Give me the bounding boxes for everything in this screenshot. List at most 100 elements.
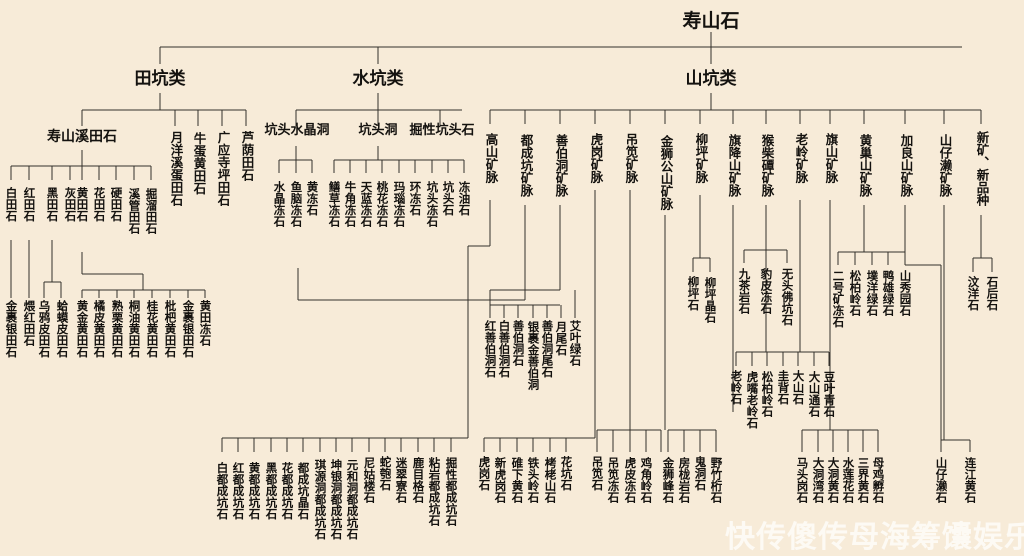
node-hugangkuangmai[interactable]: 虎岗矿脉 [588, 133, 604, 183]
node-jupihuangtianshi[interactable]: 橘皮黄田石 [92, 300, 107, 358]
node-dashanshi[interactable]: 大山石 [791, 369, 806, 405]
node-huzuilaolingshi[interactable]: 虎嘴老岭石 [745, 371, 760, 429]
node-juexingkengtoushi[interactable]: 掘性坑头石 [409, 123, 475, 138]
node-huangjinhuangtianshi[interactable]: 黄金黄田石 [75, 300, 90, 358]
node-shuijingdongshi[interactable]: 水晶冻石 [272, 181, 287, 227]
node-huangchaoshankuangmai[interactable]: 黄巢山矿脉 [857, 133, 873, 197]
node-shanxiuyuanshi[interactable]: 山秀园石 [898, 269, 913, 316]
node-qijiangshankuangmai[interactable]: 旗降山矿脉 [726, 133, 742, 197]
node-yezhuhengshi[interactable]: 野竹桁石 [709, 456, 724, 503]
node-houchaidankuangmai[interactable]: 猴柴磹矿脉 [759, 133, 775, 197]
node-shanzilaikuangmai[interactable]: 山仔濑矿脉 [937, 133, 953, 197]
node-nigulaoshi[interactable]: 尼姑楼石 [362, 456, 377, 503]
node-tongyouhuangtianshi[interactable]: 桐油黄田石 [127, 300, 142, 358]
node-kunyindongduchengkengshi[interactable]: 坤银洞都成坑石 [329, 459, 344, 540]
node-shoushanxitianshi[interactable]: 寿山溪田石 [47, 129, 117, 145]
node-diaojianshi[interactable]: 吊笕石 [590, 455, 605, 491]
node-yingtianshi[interactable]: 硬田石 [109, 186, 124, 222]
node-shuilianhuashi[interactable]: 水莲花石 [841, 456, 856, 503]
node-matougangshi[interactable]: 马头岗石 [795, 456, 810, 503]
node-wenyangshi[interactable]: 汶洋石 [966, 275, 981, 311]
node-jinshifengshi[interactable]: 金狮峰石 [661, 456, 676, 503]
node-hongshanbodongshi[interactable]: 红善伯洞石 [483, 320, 498, 378]
node-hongtianshi[interactable]: 红田石 [22, 186, 37, 222]
node-dashantongshi[interactable]: 大山通石 [807, 370, 822, 417]
node-micuiliaoshi[interactable]: 迷翠寮石 [394, 456, 409, 503]
node-mujifushi[interactable]: 母鸡孵石 [871, 456, 886, 503]
node-erhaokuangdongshi[interactable]: 二号矿冻石 [831, 270, 846, 328]
node-aiyelvshi[interactable]: 艾叶绿石 [568, 320, 583, 366]
node-jinguoyintianshi-b[interactable]: 金裹银田石 [181, 300, 196, 358]
node-baopidongshi[interactable]: 豹皮冻石 [759, 267, 774, 314]
node-weihongtianshi[interactable]: 煨红田石 [22, 300, 37, 346]
node-niudanhuangtianshi[interactable]: 牛蛋黄田石 [191, 131, 207, 195]
node-luyintianshi[interactable]: 芦荫田石 [239, 131, 255, 181]
node-liupingkuangmai[interactable]: 柳坪矿脉 [693, 133, 709, 183]
node-xinkuangxinpinzhong[interactable]: 新矿、新品种 [974, 130, 990, 206]
node-shepaoshi[interactable]: 蛇匏石 [378, 455, 393, 491]
node-kengtoushi[interactable]: 坑头石 [441, 180, 456, 216]
node-shulihuangtianshi[interactable]: 熟栗黄田石 [110, 300, 125, 358]
node-dadongwanshi[interactable]: 大洞湾石 [811, 456, 826, 503]
node-wutoufokengshi[interactable]: 无头佛坑石 [780, 268, 795, 326]
node-diaojiankuangmai[interactable]: 吊笕矿脉 [623, 133, 639, 183]
node-laolingshi[interactable]: 老岭石 [729, 369, 744, 405]
node-hongduchengkengshi[interactable]: 红都成坑石 [231, 462, 246, 520]
node-shanbodongkuangmai[interactable]: 善伯洞矿脉 [553, 133, 569, 197]
node-tianlandongshi[interactable]: 天蓝冻石 [359, 181, 374, 227]
node-shanbodongshi[interactable]: 善伯洞石 [511, 320, 526, 366]
node-duchengkengjingshi[interactable]: 都成坑晶石 [296, 462, 311, 520]
node-yueyangxidantianshi[interactable]: 月洋溪蛋田石 [168, 130, 184, 206]
node-liupingjingshi[interactable]: 柳坪晶石 [703, 276, 718, 323]
node-huatianshi[interactable]: 花田石 [92, 186, 107, 222]
node-shuikeng[interactable]: 水坑类 [352, 69, 404, 89]
node-huaduchengkengshi[interactable]: 花都成坑石 [280, 462, 295, 520]
node-yaxionglvshi[interactable]: 鸭雄绿石 [881, 269, 896, 316]
node-shancaodongshi[interactable]: 鳝草冻石 [327, 181, 342, 227]
node-yueweishi[interactable]: 月尾石 [554, 320, 569, 356]
node-huitianshi[interactable]: 灰田石 [63, 186, 78, 222]
node-lianjianghuangshi[interactable]: 连江黄石 [963, 456, 978, 503]
node-baishanbodongshi[interactable]: 白善伯洞石 [497, 320, 512, 378]
node-douyeqingshi[interactable]: 豆叶青石 [822, 370, 837, 417]
node-hamapitianshi[interactable]: 蛤蟆皮田石 [55, 300, 70, 358]
node-juexingduchengkengshi[interactable]: 掘性都成坑石 [444, 456, 459, 526]
node-xiguantianshi[interactable]: 溪管田石 [127, 188, 142, 234]
node-kengtoudongshi[interactable]: 坑头冻石 [425, 181, 440, 227]
node-manaodongshi[interactable]: 玛瑙冻石 [392, 181, 407, 227]
node-hugangshi[interactable]: 虎岗石 [477, 455, 492, 491]
node-liupingshi[interactable]: 柳坪石 [686, 275, 701, 311]
node-kaolaoshanshi[interactable]: 栲栳山石 [543, 456, 558, 503]
node-niujiaodongshi[interactable]: 牛角冻石 [343, 181, 358, 227]
node-qishankuangmai[interactable]: 旗山矿脉 [823, 133, 839, 183]
node-lumugeshi[interactable]: 鹿目格石 [411, 456, 426, 503]
node-xinhugangshi[interactable]: 新虎岗石 [493, 456, 508, 503]
node-shihoushi[interactable]: 石后石 [985, 275, 1000, 311]
node-huakengshi[interactable]: 花坑石 [559, 455, 574, 491]
node-duchengkengkuangmai[interactable]: 都成坑矿脉 [518, 133, 534, 197]
node-hupidongshi[interactable]: 虎皮冻石 [623, 456, 638, 503]
node-guangyingsipingtianshi[interactable]: 广应寺坪田石 [215, 130, 231, 206]
node-gaoshankuangmai[interactable]: 高山矿脉 [483, 133, 499, 183]
node-guidongshi[interactable]: 鬼洞石 [693, 455, 708, 491]
node-jiuchayanshi[interactable]: 九茶岩石 [737, 267, 752, 314]
node-huangtianshi[interactable]: 黄田石 [75, 186, 90, 222]
node-kengtoudong[interactable]: 坑头洞 [358, 123, 398, 138]
node-duixiahuangshi[interactable]: 碓下黄石 [510, 456, 525, 503]
node-kengtoushuijingdong[interactable]: 坑头水晶洞 [264, 123, 330, 138]
node-songbailingshi[interactable]: 松柏岭石 [760, 370, 775, 417]
node-huandongshi[interactable]: 环冻石 [408, 180, 423, 216]
node-jialiangshankuangmai[interactable]: 加良山矿脉 [898, 133, 914, 197]
node-jijiaolingshi[interactable]: 鸡角岭石 [639, 456, 654, 503]
node-yunaodongshi[interactable]: 鱼脑冻石 [289, 181, 304, 227]
node-songbailingshi-b[interactable]: 松柏岭石 [848, 269, 863, 316]
node-jinguoyintianshi-a[interactable]: 金裹银田石 [4, 300, 19, 358]
node-laolingkuangmai[interactable]: 老岭矿脉 [793, 133, 809, 183]
node-liliutianshi[interactable]: 掘溜田石 [144, 188, 159, 234]
node-nianyanduchengkengshi[interactable]: 粘岩都成坑石 [427, 456, 442, 526]
node-huangtiandongshi[interactable]: 黄田冻石 [198, 300, 213, 346]
node-dongyoushi[interactable]: 冻油石 [457, 180, 472, 216]
node-shankeng[interactable]: 山坑类 [685, 69, 737, 89]
node-guibeishi[interactable]: 圭背石 [776, 369, 791, 405]
node-taohuadongshi[interactable]: 桃花冻石 [375, 181, 390, 227]
